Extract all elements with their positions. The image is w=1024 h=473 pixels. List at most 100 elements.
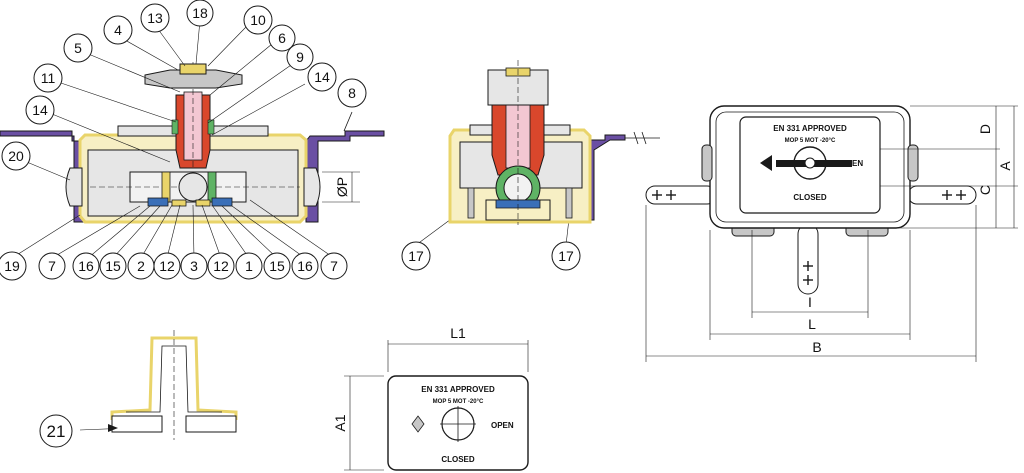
- side-cap-right: [303, 167, 321, 207]
- stem-oring-left: [171, 119, 179, 135]
- nut-left: [147, 197, 169, 207]
- plate-closed-text: CLOSED: [793, 193, 827, 202]
- seal-right: [207, 171, 217, 203]
- svg-text:17: 17: [408, 248, 424, 264]
- svg-text:3: 3: [190, 258, 198, 274]
- svg-text:8: 8: [348, 85, 356, 101]
- knob-center: [804, 157, 816, 169]
- top-box-rim: [715, 111, 905, 223]
- svg-text:18: 18: [192, 5, 208, 21]
- callout-12-right: 12: [207, 252, 235, 280]
- top-view: EN 331 APPROVED MOP 5 MOT -20°C EN CLOSE…: [645, 105, 977, 295]
- knob-arrow: [760, 155, 772, 171]
- valve-ball: [178, 172, 208, 202]
- callout-1: 1: [235, 252, 263, 280]
- dim-dp-label: ØP: [334, 177, 350, 197]
- dim-i-label: I: [808, 294, 812, 310]
- callout-21: 21: [39, 414, 73, 448]
- bracket-arrow: [108, 424, 118, 432]
- svg-text:17: 17: [558, 248, 574, 264]
- plate-spec-text: MOP 5 MOT -20°C: [785, 138, 836, 144]
- arm-holes: [652, 190, 966, 285]
- callout-3: 3: [180, 252, 208, 280]
- svg-text:12: 12: [213, 258, 229, 274]
- callout-20: 20: [1, 141, 31, 171]
- dim-l-label: L: [808, 316, 816, 332]
- side-plate: [587, 134, 626, 221]
- side-bolt-right: [565, 187, 573, 219]
- svg-text:12: 12: [159, 258, 175, 274]
- callout-17-left: 17: [401, 241, 431, 271]
- svg-text:20: 20: [8, 148, 24, 164]
- leader-lines: [11, 19, 571, 431]
- small-plate-open: OPEN: [491, 421, 514, 430]
- small-plate-diamond: [411, 415, 425, 433]
- svg-text:7: 7: [48, 258, 56, 274]
- small-plate-spec: MOP 5 MOT -20°C: [433, 399, 484, 405]
- small-plate-closed: CLOSED: [441, 455, 475, 464]
- dim-a-label: A: [997, 161, 1013, 171]
- bracket-foot-right: [185, 415, 237, 433]
- svg-text:7: 7: [330, 258, 338, 274]
- side-bolt-left: [467, 187, 475, 219]
- dimension-dp: ØP: [322, 171, 360, 203]
- plate-open-text: EN: [852, 159, 863, 168]
- callout-14-top-right: 14: [307, 62, 337, 92]
- svg-text:1: 1: [245, 258, 253, 274]
- svg-text:21: 21: [47, 422, 66, 441]
- svg-text:14: 14: [32, 102, 48, 118]
- svg-text:19: 19: [4, 258, 20, 274]
- callout-18: 18: [186, 0, 214, 27]
- svg-text:2: 2: [137, 258, 145, 274]
- svg-text:10: 10: [250, 12, 266, 28]
- top-view-dimension-labels: D A C I L B: [808, 124, 1013, 355]
- bracket-inner: [126, 345, 222, 413]
- callout-12-left: 12: [153, 252, 181, 280]
- callout-8: 8: [337, 78, 367, 108]
- svg-text:15: 15: [105, 258, 121, 274]
- callout-11: 11: [33, 63, 63, 93]
- side-cap-left: [65, 167, 83, 207]
- callouts: 4 13 18 10 6 5 9 11 14 8 14 20 19 7 16 1…: [0, 0, 581, 448]
- small-plate-approval: EN 331 APPROVED: [421, 385, 495, 394]
- callout-7-right: 7: [320, 252, 348, 280]
- svg-text:16: 16: [78, 258, 94, 274]
- nut-right: [211, 197, 233, 207]
- dim-l1-label: L1: [450, 325, 466, 341]
- bracket-foot-left: [111, 415, 163, 433]
- dim-d-label: D: [977, 124, 993, 134]
- callout-13: 13: [140, 3, 170, 33]
- callout-15-right: 15: [263, 252, 291, 280]
- handle-cap: [179, 63, 207, 75]
- callout-9: 9: [286, 43, 314, 71]
- svg-text:13: 13: [147, 10, 163, 26]
- dim-a1-label: A1: [332, 414, 348, 431]
- small-cover-plate: EN 331 APPROVED MOP 5 MOT -20°C OPEN CLO…: [332, 325, 529, 471]
- stem-oring-right: [207, 119, 215, 135]
- svg-text:16: 16: [297, 258, 313, 274]
- callout-2: 2: [127, 252, 155, 280]
- section-view-main: [0, 62, 385, 224]
- callout-19: 19: [0, 251, 27, 281]
- callout-15-left: 15: [99, 252, 127, 280]
- svg-text:15: 15: [269, 258, 285, 274]
- dim-b-label: B: [812, 339, 821, 355]
- top-view-dimensions: [645, 105, 1018, 362]
- svg-text:4: 4: [114, 22, 122, 38]
- top-box-cap-right: [907, 144, 919, 182]
- washer-right: [195, 199, 211, 207]
- dim-c-label: C: [977, 185, 993, 195]
- top-box-cap-left: [701, 144, 713, 182]
- callout-16-left: 16: [72, 252, 100, 280]
- seal-left: [161, 171, 171, 203]
- section-view-side: [448, 60, 660, 225]
- svg-text:6: 6: [278, 30, 286, 46]
- svg-text:11: 11: [41, 70, 56, 86]
- callout-10: 10: [243, 5, 273, 35]
- svg-text:5: 5: [74, 40, 82, 56]
- washer-left: [171, 199, 187, 207]
- callout-6: 6: [268, 24, 296, 52]
- callout-5: 5: [63, 33, 93, 63]
- bracket-profile: [110, 336, 238, 420]
